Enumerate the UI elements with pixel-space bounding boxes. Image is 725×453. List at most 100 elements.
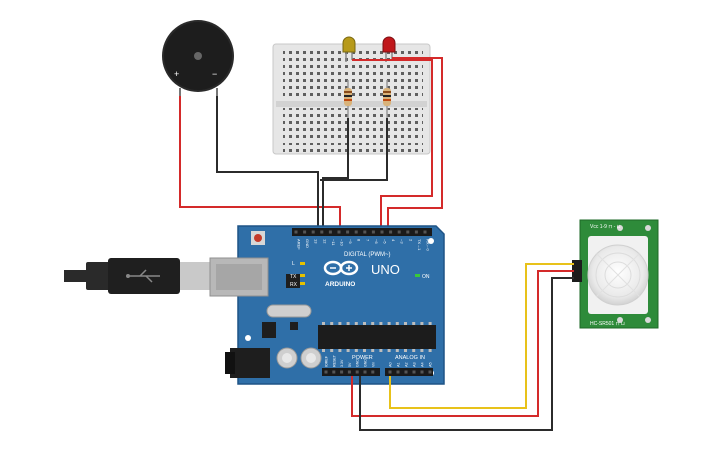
usb-icon: [126, 269, 160, 283]
yellow-led[interactable]: [342, 36, 356, 62]
power-pin-label: 5V: [348, 362, 352, 367]
small-chip: [290, 322, 298, 330]
header-pin[interactable]: [406, 230, 410, 234]
digital-pin-label: 13: [314, 239, 319, 244]
header-pin[interactable]: [332, 370, 336, 374]
digital-pin-label: GND: [305, 239, 310, 248]
header-pin[interactable]: [412, 370, 416, 374]
digital-pin-label: ~10: [340, 239, 345, 247]
header-pin[interactable]: [414, 230, 418, 234]
buzzer-minus-label: −: [212, 69, 217, 79]
digital-pin-label: ~9: [348, 239, 353, 244]
power-pin-label: RESET: [332, 354, 336, 367]
usb-chip: [286, 274, 300, 288]
digital-pin-label: AREF: [297, 239, 302, 250]
arduino-logo: [323, 260, 359, 276]
analog-pin-label: A1: [397, 362, 401, 367]
analog-header[interactable]: [385, 368, 433, 376]
led-label-tx: TX: [290, 274, 297, 280]
wire-red-led-red[interactable]: [387, 57, 443, 228]
analog-pin-labels: A0 A1 A2 A3 A4 A5: [389, 362, 433, 367]
power-pin-label: Vin: [371, 362, 375, 367]
analog-pin-label: A2: [405, 362, 409, 367]
digital-pin-label: ~3: [400, 239, 405, 244]
board-leds: [300, 262, 420, 285]
header-pin[interactable]: [420, 370, 424, 374]
pir-bottom-text: HC-SR501 ⊓ ⊔: [590, 321, 625, 327]
buzzer-plus-label: +: [174, 69, 179, 79]
piezo-buzzer[interactable]: + −: [162, 20, 234, 96]
analog-pin-label: A3: [413, 362, 417, 367]
header-pin[interactable]: [388, 370, 392, 374]
header-pin[interactable]: [294, 230, 298, 234]
header-pin[interactable]: [337, 230, 341, 234]
digital-pin-label: ~11: [331, 239, 336, 246]
header-pin[interactable]: [396, 370, 400, 374]
pir-sensor[interactable]: [572, 219, 659, 329]
digital-header[interactable]: [292, 228, 432, 236]
digital-pin-label: RX←0: [426, 239, 431, 252]
regulator: [262, 322, 276, 338]
power-pin-label: 3.3V: [340, 359, 344, 367]
header-pin[interactable]: [428, 370, 432, 374]
header-pin[interactable]: [303, 230, 307, 234]
header-pin[interactable]: [354, 230, 358, 234]
header-pin[interactable]: [380, 230, 384, 234]
resistor-1[interactable]: [344, 80, 352, 118]
crystal: [266, 304, 312, 318]
analog-pin-label: A0: [389, 362, 393, 367]
wire-pir-out-yellow[interactable]: [389, 263, 574, 409]
digital-pin-label: 8: [357, 239, 362, 242]
wire-pir-gnd-black[interactable]: [359, 277, 574, 431]
digital-label: DIGITAL (PWM~): [344, 252, 391, 258]
power-pin-label: GND: [364, 359, 368, 367]
power-pin-label: GND: [356, 359, 360, 367]
digital-pin-label: 2: [408, 239, 413, 242]
header-pin[interactable]: [320, 230, 324, 234]
header-pin[interactable]: [423, 230, 427, 234]
capacitors: [276, 347, 322, 369]
power-header[interactable]: [322, 368, 380, 376]
wire-pir-vcc-red[interactable]: [351, 270, 574, 417]
analog-pin-label: A4: [421, 362, 425, 367]
pir-top-text: Vcc 1-9 ⊓ - ⊔: [590, 224, 621, 230]
wire-breadboard-gnd-black[interactable]: [320, 118, 388, 228]
digital-pin-label: ~5: [383, 239, 388, 244]
wire-buzzer-plus-red[interactable]: [179, 96, 341, 228]
header-pin[interactable]: [347, 370, 351, 374]
header-pin[interactable]: [397, 230, 401, 234]
header-pin[interactable]: [389, 230, 393, 234]
wire-buzzer-minus-black[interactable]: [216, 96, 319, 228]
analog-label: ANALOG IN: [395, 355, 425, 361]
header-pin[interactable]: [355, 370, 359, 374]
led-label-l: L: [292, 261, 295, 267]
brand-label: ARDUINO: [325, 281, 355, 288]
header-pin[interactable]: [340, 370, 344, 374]
wire-yellow-led-red[interactable]: [352, 59, 433, 228]
header-pin[interactable]: [371, 370, 375, 374]
on-label: ON: [422, 274, 430, 280]
digital-pin-label: 12: [322, 239, 327, 244]
power-pin-label: IOREF: [325, 355, 329, 367]
digital-pin-label: TX→1: [417, 239, 422, 251]
header-pin[interactable]: [346, 230, 350, 234]
model-label: UNO: [371, 262, 400, 277]
header-pin[interactable]: [363, 230, 367, 234]
header-pin[interactable]: [311, 230, 315, 234]
usb-cable[interactable]: [64, 258, 210, 294]
usb-port: [209, 257, 269, 297]
power-label: POWER: [352, 355, 373, 361]
resistor-2[interactable]: [383, 80, 391, 118]
digital-pin-label: 4: [391, 239, 396, 242]
power-jack[interactable]: [225, 348, 270, 378]
header-pin[interactable]: [324, 370, 328, 374]
header-pin[interactable]: [404, 370, 408, 374]
header-pin[interactable]: [363, 370, 367, 374]
digital-pin-label: ~6: [374, 239, 379, 244]
reset-button[interactable]: [251, 231, 265, 245]
analog-pin-label: A5: [429, 362, 433, 367]
header-pin[interactable]: [371, 230, 375, 234]
header-pin[interactable]: [328, 230, 332, 234]
